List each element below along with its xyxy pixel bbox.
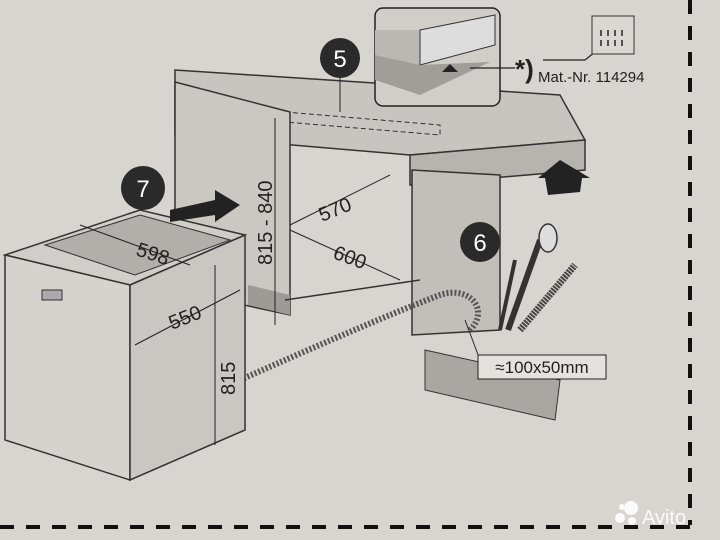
dim-height-815: 815	[218, 362, 240, 395]
opening-label: ≈100x50mm	[477, 354, 607, 380]
up-arrow-icon	[538, 160, 590, 195]
detail-inset	[374, 7, 501, 107]
dimension-lines	[79, 62, 481, 445]
step-badge-5: 5	[320, 38, 360, 78]
step-badge-6: 6	[460, 222, 500, 262]
svg-text:5: 5	[333, 46, 346, 73]
dim-niche-depth-570: 570	[316, 194, 355, 227]
dishwasher	[2, 209, 248, 482]
push-arrow-icon	[170, 190, 240, 222]
material-number: Mat.-Nr. 114294	[538, 69, 644, 86]
hose	[238, 289, 481, 383]
avito-watermark: Avito	[615, 501, 686, 529]
step-badge-7: 7	[121, 166, 165, 210]
svg-text:≈100x50mm: ≈100x50mm	[495, 358, 588, 377]
arrow-up-icon	[442, 64, 458, 72]
svg-text:Avito: Avito	[642, 507, 686, 529]
dim-niche-height: 815 - 840	[255, 180, 277, 265]
dim-niche-width-600: 600	[330, 242, 369, 274]
screws-pack-icon	[591, 15, 635, 55]
hose-connectors	[498, 223, 578, 333]
svg-text:7: 7	[136, 176, 149, 203]
footnote-marker: *)	[515, 54, 534, 84]
svg-text:6: 6	[473, 230, 486, 257]
